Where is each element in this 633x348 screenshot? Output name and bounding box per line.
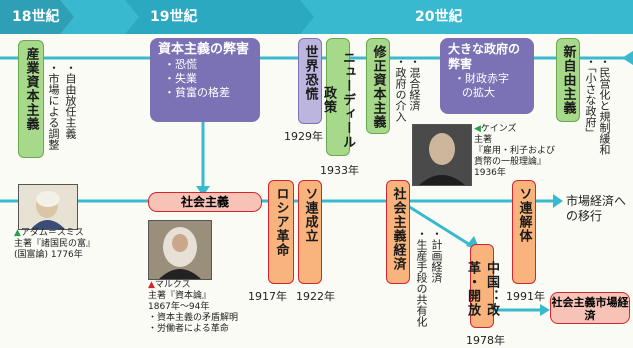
era-arrows <box>0 0 633 34</box>
box-shin-jiyu: 新自由主義 <box>556 38 580 122</box>
box-soren-kaitai: ソ連解体 <box>512 180 536 284</box>
big-gov-item-2: の拡大 <box>462 86 495 99</box>
caption-smith: ▲アダム＝スミス 主著『諸国民の富』 (国富論) 1776年 <box>14 228 96 260</box>
heigai-item-2: ・失業 <box>164 72 197 85</box>
box-shusei-shihon: 修正資本主義 <box>366 38 390 134</box>
box-shihon-heigai: 資本主義の弊害 ・恐慌 ・失業 ・貧富の格差 <box>150 38 260 122</box>
box-soren-seiritsu: ソ連成立 <box>298 180 322 284</box>
box-russia-kakumei: ロシア革命 <box>268 180 294 284</box>
portrait-keynes <box>412 124 472 186</box>
box-sekai-kyoko: 世界恐慌 <box>298 38 322 124</box>
text-minei-kisei: ・民営化と規制緩和 <box>598 56 611 155</box>
box-sangyo-shihon: 産業資本主義 <box>18 40 44 158</box>
portrait-marx <box>148 220 212 280</box>
text-jiyu-hoonin: ・自由放任主義 <box>64 62 77 139</box>
year-1917: 1917年 <box>248 290 287 303</box>
heigai-item-1: ・恐慌 <box>164 58 197 71</box>
box-shakai-shugi: 社会主義 <box>148 192 262 212</box>
big-gov-item-1: ・財政赤字 <box>454 72 509 85</box>
box-shakai-shijo: 社会主義市場経済 <box>550 292 630 324</box>
year-1978: 1978年 <box>466 334 505 347</box>
box-new-deal: ニューディール政策 <box>321 38 355 156</box>
caption-keynes: ◀ケインズ 主著 『雇用・利子および 貨幣の一般理論』 1936年 <box>474 124 556 178</box>
text-kongo-keizai: ・混合経済 <box>408 56 421 111</box>
heigai-item-3: ・貧富の格差 <box>164 86 230 99</box>
text-seisan-kyoyu: ・生産手段の共有化 <box>415 228 428 327</box>
text-seifu-kainyu: ・政府の介入 <box>394 56 407 122</box>
box-shakai-keizai: 社会主義経済 <box>386 180 410 284</box>
year-1922: 1922年 <box>296 290 335 303</box>
box-big-gov-heigai: 大きな政府の弊害 ・財政赤字 の拡大 <box>440 38 534 114</box>
big-gov-title: 大きな政府の弊害 <box>448 42 521 71</box>
era-20-label: 20世紀 <box>415 9 463 25</box>
text-chiisana-seifu: ・「小さな政府」 <box>584 56 597 139</box>
era-18-label: 18世紀 <box>12 9 60 25</box>
year-1929: 1929年 <box>284 130 323 143</box>
text-shijo-chosei: ・市場による調整 <box>47 62 60 150</box>
year-1991: 1991年 <box>506 290 545 303</box>
text-shijo-iko: 市場経済への移行 <box>566 194 627 223</box>
era-19-label: 19世紀 <box>150 9 198 25</box>
caption-marx: ▲マルクス 主著『資本論』 1867年〜94年 ・資本主義の矛盾解明 ・労働者に… <box>148 280 239 334</box>
year-1933: 1933年 <box>320 164 359 177</box>
portrait-smith <box>18 184 78 230</box>
text-keikaku-keizai: ・計画経済 <box>430 228 443 283</box>
heigai-title: 資本主義の弊害 <box>158 42 250 57</box>
box-china-kaikaku: 中国：改革・開放 <box>465 244 499 328</box>
